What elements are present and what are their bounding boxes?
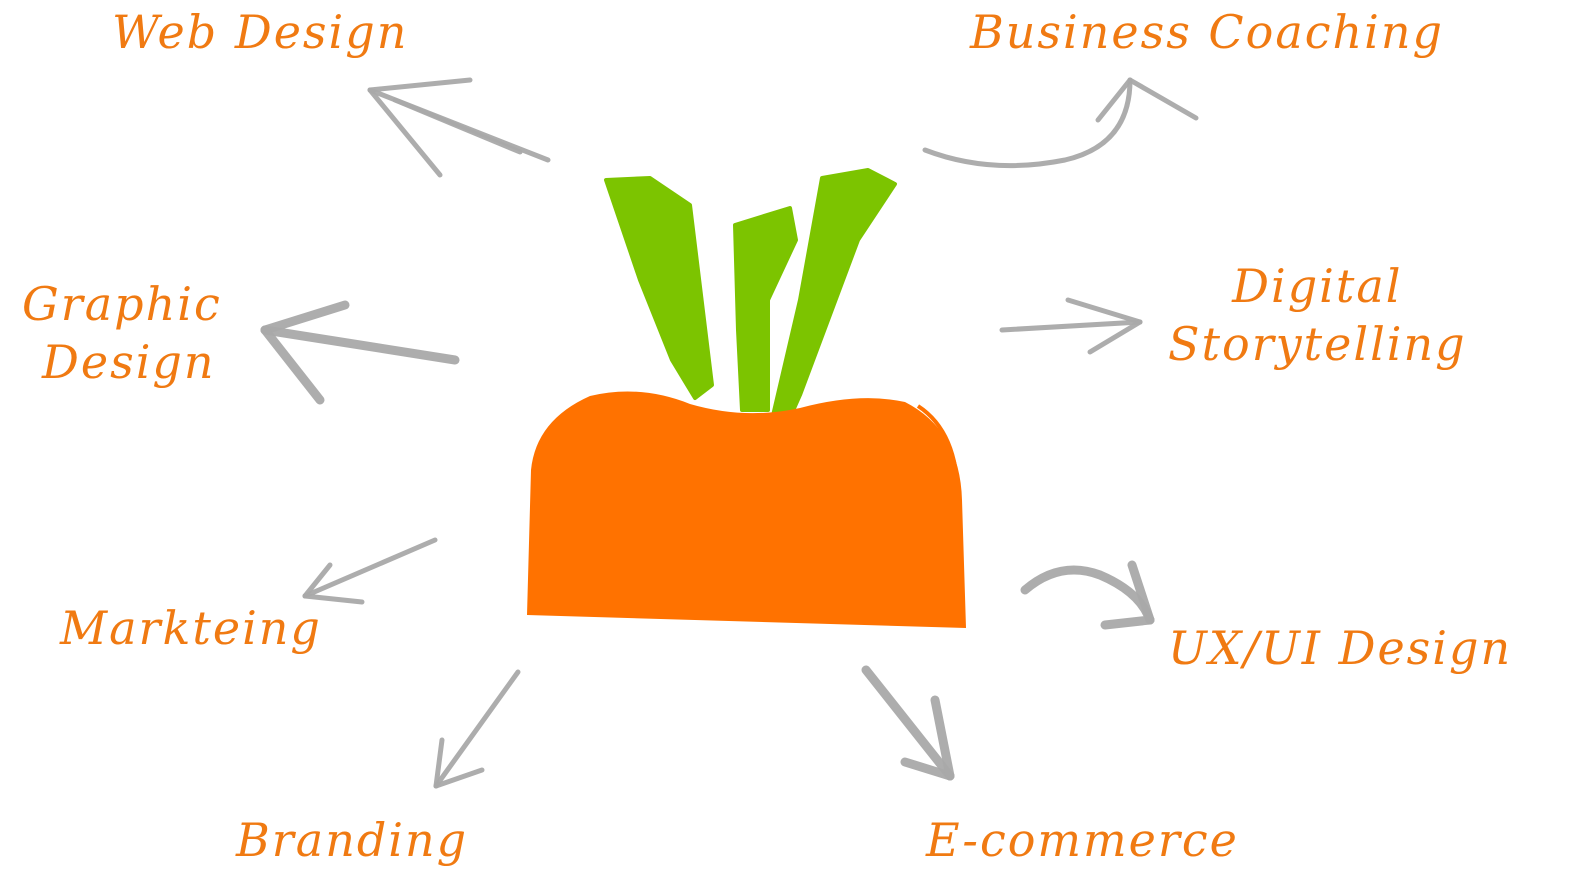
label-marketing-text: Markteing xyxy=(60,601,322,655)
arrow-to-business-coaching xyxy=(922,77,1199,169)
arrow-to-e-commerce xyxy=(861,665,955,781)
label-e-commerce-text: E-commerce xyxy=(926,813,1239,867)
carrot-icon xyxy=(527,168,966,628)
arrow-icon xyxy=(392,97,523,155)
label-branding-text: Branding xyxy=(236,813,469,867)
label-web-design-text: Web Design xyxy=(112,5,409,59)
label-e-commerce: E-commerce xyxy=(926,812,1239,870)
arrow-icon xyxy=(260,325,460,365)
arrow-icon xyxy=(367,87,443,178)
carrot-body xyxy=(527,391,966,628)
carrot-leaf-middle xyxy=(733,206,798,412)
arrow-to-ux-ui-design xyxy=(1020,560,1155,630)
arrow-to-digital-storytelling xyxy=(999,297,1143,355)
arrow-icon xyxy=(433,737,445,789)
arrow-icon xyxy=(433,669,521,789)
arrow-to-graphic-design xyxy=(260,300,460,405)
arrow-icon xyxy=(900,757,955,781)
arrow-icon xyxy=(433,767,485,789)
label-business-coaching: Business Coaching xyxy=(970,4,1444,62)
label-business-coaching-text: Business Coaching xyxy=(970,5,1444,59)
label-digital-storytelling-line2: Storytelling xyxy=(1168,316,1467,371)
carrot-leaf-right xyxy=(770,168,897,442)
label-digital-storytelling: Digital Storytelling xyxy=(1168,258,1467,373)
arrow-to-branding xyxy=(433,669,521,789)
arrow-icon xyxy=(999,319,1143,333)
label-graphic-design-line1: Graphic xyxy=(22,277,222,331)
label-marketing: Markteing xyxy=(60,600,322,658)
label-graphic-design: Graphic Design xyxy=(22,276,222,391)
carrot-leaf-left xyxy=(604,176,714,400)
label-ux-ui-design: UX/UI Design xyxy=(1168,620,1512,678)
carrot-body-stroke xyxy=(916,404,962,611)
arrow-icon xyxy=(260,300,350,335)
arrow-icon xyxy=(1127,560,1155,625)
label-ux-ui-design-text: UX/UI Design xyxy=(1168,621,1513,675)
arrow-icon xyxy=(302,562,333,599)
arrow-icon xyxy=(861,665,955,781)
arrow-to-marketing xyxy=(302,537,438,605)
arrow-icon xyxy=(1020,565,1155,625)
arrow-icon xyxy=(367,77,473,93)
arrow-icon xyxy=(260,325,325,405)
label-digital-storytelling-line1: Digital xyxy=(1232,259,1403,313)
label-graphic-design-line2: Design xyxy=(42,334,216,389)
arrow-to-web-design xyxy=(367,77,551,178)
label-web-design: Web Design xyxy=(112,4,408,62)
arrow-icon xyxy=(1087,319,1143,355)
arrow-icon xyxy=(1127,77,1199,121)
arrow-icon xyxy=(1065,297,1143,325)
arrow-icon xyxy=(930,695,955,781)
arrow-icon xyxy=(1095,77,1133,123)
arrow-icon xyxy=(302,537,438,599)
label-branding: Branding xyxy=(236,812,468,870)
carrot-leaves xyxy=(604,168,897,442)
arrow-icon xyxy=(1100,615,1155,630)
arrow-icon xyxy=(922,77,1133,169)
arrow-icon xyxy=(302,593,365,605)
